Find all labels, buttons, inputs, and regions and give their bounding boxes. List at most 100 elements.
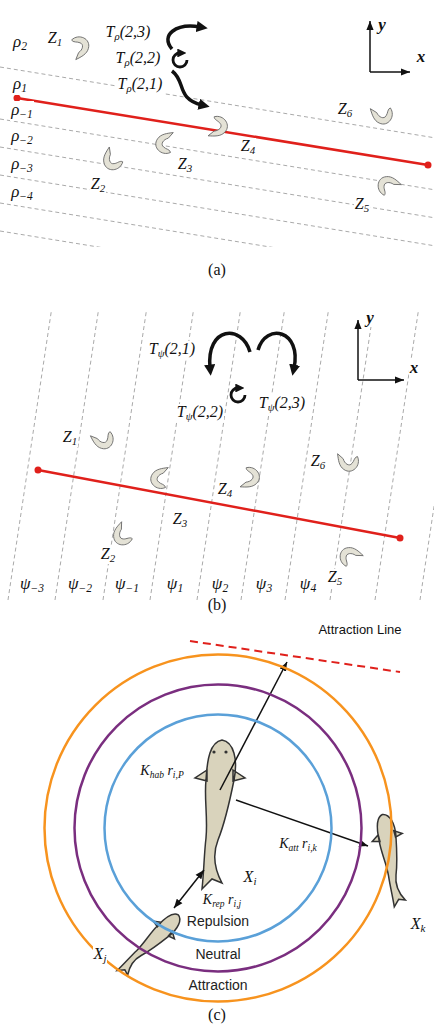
text-part: T	[177, 403, 186, 420]
panel-c	[114, 641, 420, 986]
transition-arrow	[168, 26, 200, 49]
text-part: 1	[21, 82, 27, 95]
text-part: ρ	[11, 154, 19, 173]
text-part: y	[366, 308, 374, 327]
transition-arrow	[172, 71, 202, 105]
transition-label: Tρ(2,3)	[105, 24, 152, 42]
text-part: ψ	[115, 574, 126, 593]
text-part: 1	[72, 435, 77, 447]
text-part: ρ	[11, 100, 19, 119]
reference-line	[38, 470, 400, 538]
axis-arrow	[369, 21, 371, 72]
fish	[195, 740, 245, 889]
text-part: i,k	[308, 843, 317, 853]
line-end-dot	[35, 467, 42, 474]
band-label: ψ4	[299, 575, 317, 595]
text-part: ψ	[300, 574, 311, 593]
axis-label: y	[377, 16, 387, 34]
gain-label: Khab ri,P	[139, 764, 184, 780]
text-part: (2,1)	[132, 75, 163, 92]
text-part: Z	[218, 480, 227, 497]
transition-loop	[231, 388, 245, 402]
fish-label: Xj	[93, 946, 108, 964]
text-part: 2	[100, 182, 105, 194]
text-part: ρ	[13, 74, 21, 93]
text-part: (2,2)	[130, 49, 161, 66]
band-label: ψ−2	[67, 575, 93, 595]
text-part: k	[420, 922, 425, 934]
text-part: ψ	[20, 574, 31, 593]
band-label: ψ−1	[114, 575, 140, 595]
zone-label: Neutral	[195, 947, 240, 962]
axis-arrow	[357, 320, 359, 380]
text-part: X	[244, 868, 254, 885]
text-part: (2,3)	[120, 23, 151, 40]
text-part: r	[299, 836, 308, 851]
agent-label: Z3	[177, 156, 193, 174]
axis-arrow	[370, 71, 410, 73]
agent-icon	[333, 450, 360, 474]
text-part: 6	[320, 459, 325, 471]
band-line	[285, 310, 329, 600]
agent-label: Z2	[100, 546, 116, 564]
line-end-dot	[425, 162, 432, 169]
text-part: (a)	[208, 261, 226, 278]
reference-line	[17, 98, 428, 165]
text-part: 3	[187, 162, 192, 174]
band-line	[0, 175, 434, 246]
agent-icon	[368, 105, 393, 126]
text-part: T	[149, 340, 158, 357]
text-part: 2	[222, 582, 228, 595]
text-part: K	[140, 763, 149, 778]
axis-label: y	[365, 309, 375, 327]
fish-eye	[212, 750, 215, 753]
fish-label: Xk	[410, 916, 427, 934]
zone-circle	[105, 715, 332, 942]
text-part: K	[203, 892, 212, 907]
axis-label: x	[416, 48, 427, 66]
text-part: ψ	[167, 574, 178, 593]
text-part: Z	[91, 175, 100, 192]
text-part: ψ	[268, 401, 275, 413]
band-label: ρ−2	[10, 127, 34, 147]
band-label: ρ−3	[10, 155, 34, 175]
agent-icon	[204, 114, 230, 142]
band-line	[241, 310, 285, 600]
band-label: ρ−1	[10, 101, 34, 121]
text-part: Z	[311, 452, 320, 469]
gain-label: Krep ri,j	[202, 893, 242, 909]
band-line	[0, 231, 434, 247]
band-label: ρ1	[12, 75, 28, 95]
text-part: 4	[250, 144, 255, 156]
text-part: (2,3)	[275, 394, 306, 411]
text-part: ψ	[212, 574, 223, 593]
text-part: K	[279, 836, 288, 851]
text-part: i,j	[233, 899, 241, 909]
text-part: ψ	[158, 347, 165, 359]
band-line	[8, 310, 52, 600]
text-part: x	[417, 47, 426, 66]
text-part: −1	[125, 582, 139, 595]
text-part: Z	[48, 29, 57, 46]
agent-label: Z2	[90, 176, 106, 194]
text-part: i,P	[173, 770, 184, 780]
text-part: −3	[19, 162, 33, 175]
text-part: X	[94, 945, 104, 962]
line-label: Attraction Line	[317, 623, 402, 637]
agent-label: Z5	[354, 196, 370, 214]
text-part: r	[225, 892, 234, 907]
axis-label: x	[409, 359, 420, 377]
panel-b	[8, 310, 434, 600]
band-line	[197, 310, 241, 600]
agent-icon	[375, 172, 402, 196]
text-part: i	[253, 875, 256, 887]
transition-label: Tψ(2,3)	[258, 395, 306, 413]
panel-label: (b)	[207, 597, 228, 614]
text-part: Z	[241, 137, 250, 154]
agent-label: Z4	[217, 481, 233, 499]
fish-eye	[224, 750, 227, 753]
text-part: 5	[364, 202, 369, 214]
agent-icon	[109, 520, 133, 547]
